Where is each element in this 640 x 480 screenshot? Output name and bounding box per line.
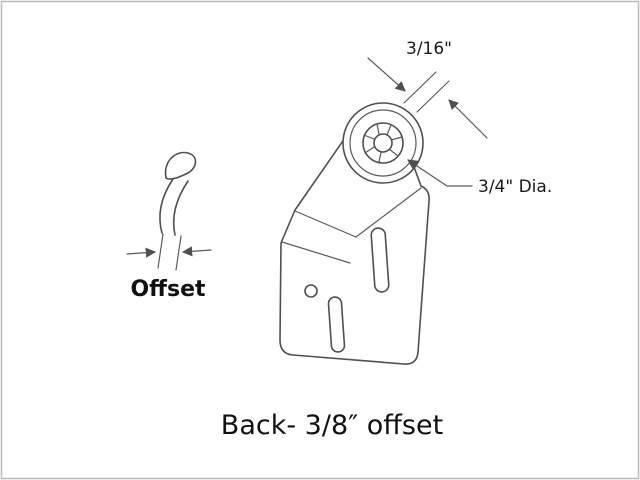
- diameter-label: 3/4" Dia.: [478, 177, 552, 197]
- diameter-callout: 3/4" Dia.: [407, 159, 552, 197]
- profile-stem-right: [172, 180, 189, 236]
- thickness-label: 3/16": [406, 39, 452, 59]
- mounting-slot-lower: [327, 296, 346, 353]
- thickness-tick-1: [403, 71, 437, 104]
- offset-label: Offset: [130, 277, 206, 302]
- offset-arrow-right: [181, 246, 212, 257]
- offset-arrow-left: [126, 247, 157, 258]
- top-face-edge: [355, 187, 422, 238]
- diameter-leader: [407, 159, 473, 187]
- thickness-dimension: 3/16": [367, 39, 488, 139]
- offset-tick-right: [175, 235, 182, 271]
- thickness-arrow-lower: [448, 99, 488, 139]
- bend-crease-lower: [281, 241, 351, 264]
- offset-tick-left: [157, 233, 164, 269]
- bracket-outline: [279, 124, 430, 365]
- mounting-hole: [304, 284, 318, 298]
- hub-spokes: [363, 123, 403, 163]
- thickness-arrow-upper: [367, 57, 406, 92]
- offset-dimension: Offset: [126, 233, 212, 302]
- profile-stem-left: [159, 178, 174, 234]
- bend-crease-upper: [294, 210, 357, 238]
- profile-view: Offset: [126, 151, 212, 302]
- mounting-slot-right: [370, 227, 390, 293]
- roller-wheel: [342, 102, 424, 184]
- thickness-tick-2: [416, 80, 450, 113]
- bracket-view: 3/16" 3/4" Dia.: [279, 39, 552, 365]
- axle-hole: [373, 133, 393, 153]
- profile-tab-outline: [164, 151, 197, 180]
- caption: Back- 3/8″ offset: [221, 410, 443, 441]
- wheel-inner-rim: [349, 109, 417, 177]
